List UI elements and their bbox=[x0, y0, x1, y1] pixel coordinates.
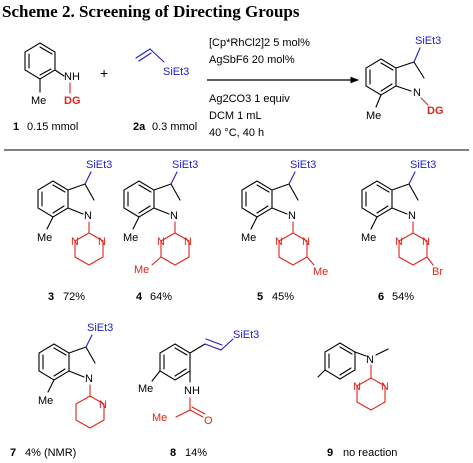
plus-sign: + bbox=[100, 65, 108, 81]
product-6-structure: SiEt3 N Me N N Br bbox=[361, 159, 443, 278]
product-6-label: 6 bbox=[378, 291, 384, 303]
svg-text:Me: Me bbox=[38, 395, 53, 407]
svg-text:N: N bbox=[157, 236, 165, 248]
svg-text:N: N bbox=[170, 210, 178, 222]
svg-text:N: N bbox=[184, 236, 192, 248]
product-3-label: 3 bbox=[48, 291, 54, 303]
product-4-structure: SiEt3 N Me N N Me bbox=[123, 159, 198, 276]
sm1-structure: NH Me DG bbox=[24, 42, 81, 107]
product-5-structure: SiEt3 N Me N N Me bbox=[241, 159, 328, 278]
sm1-nh: NH bbox=[64, 71, 80, 83]
sm2-amount: 0.3 mmol bbox=[152, 121, 197, 133]
product-siet3: SiEt3 bbox=[415, 35, 441, 47]
condition-1: [Cp*RhCl2]2 5 mol% bbox=[209, 37, 310, 49]
svg-text:N: N bbox=[85, 373, 93, 385]
svg-text:Me: Me bbox=[134, 264, 149, 276]
product-3-result: 72% bbox=[63, 291, 85, 303]
svg-text:Me: Me bbox=[313, 266, 328, 278]
svg-text:N: N bbox=[71, 236, 79, 248]
svg-text:Me: Me bbox=[152, 412, 167, 424]
svg-text:SiEt3: SiEt3 bbox=[290, 159, 316, 171]
condition-3: Ag2CO3 1 equiv bbox=[209, 93, 290, 105]
product-5-label: 5 bbox=[257, 291, 263, 303]
sm1-dg: DG bbox=[64, 95, 81, 107]
product-6-result: 54% bbox=[392, 291, 414, 303]
product-8-structure: SiEt3 Me NH Me O bbox=[138, 329, 259, 427]
svg-text:SiEt3: SiEt3 bbox=[172, 159, 198, 171]
svg-text:N: N bbox=[98, 236, 106, 248]
sm2-label: 2a bbox=[133, 121, 146, 133]
svg-text:Me: Me bbox=[241, 232, 256, 244]
sm1-label: 1 bbox=[13, 121, 19, 133]
svg-text:N: N bbox=[302, 236, 310, 248]
svg-text:SiEt3: SiEt3 bbox=[410, 159, 436, 171]
condition-5: 40 °C, 40 h bbox=[209, 127, 264, 139]
sm2-structure: SiEt3 bbox=[135, 48, 189, 78]
svg-text:SiEt3: SiEt3 bbox=[86, 159, 112, 171]
product-dg: DG bbox=[427, 105, 444, 117]
sm1-amount: 0.15 mmol bbox=[27, 121, 78, 133]
product-me: Me bbox=[366, 110, 381, 122]
product-n: N bbox=[413, 87, 421, 99]
condition-2: AgSbF6 20 mol% bbox=[209, 54, 295, 66]
svg-text:N: N bbox=[84, 210, 92, 222]
svg-text:Me: Me bbox=[361, 232, 376, 244]
svg-text:O: O bbox=[204, 415, 213, 427]
product-9-structure: N N N bbox=[317, 342, 389, 411]
svg-text:SiEt3: SiEt3 bbox=[233, 329, 259, 341]
svg-text:NH: NH bbox=[184, 385, 200, 397]
svg-text:Me: Me bbox=[138, 383, 153, 395]
svg-text:SiEt3: SiEt3 bbox=[87, 322, 113, 334]
product-4-label: 4 bbox=[136, 291, 143, 303]
product-4-result: 64% bbox=[150, 291, 172, 303]
product-7-structure: SiEt3 N Me N bbox=[38, 322, 113, 429]
product-8-label: 8 bbox=[170, 447, 176, 459]
sm2-siet3: SiEt3 bbox=[163, 66, 189, 78]
product-3-structure: SiEt3 N Me N N bbox=[37, 159, 112, 266]
svg-text:N: N bbox=[395, 236, 403, 248]
product-structure: SiEt3 N DG Me bbox=[365, 35, 444, 122]
svg-text:N: N bbox=[353, 381, 361, 393]
svg-text:N: N bbox=[381, 381, 389, 393]
svg-text:N: N bbox=[408, 210, 416, 222]
svg-text:Me: Me bbox=[123, 232, 138, 244]
product-7-result: 4% (NMR) bbox=[25, 447, 76, 459]
product-9-label: 9 bbox=[327, 447, 333, 459]
svg-text:N: N bbox=[99, 399, 107, 411]
svg-text:N: N bbox=[288, 210, 296, 222]
svg-text:Br: Br bbox=[432, 266, 443, 278]
product-5-result: 45% bbox=[272, 291, 294, 303]
product-9-result: no reaction bbox=[343, 447, 397, 459]
condition-4: DCM 1 mL bbox=[209, 110, 262, 122]
product-8-result: 14% bbox=[185, 447, 207, 459]
sm1-me: Me bbox=[31, 95, 46, 107]
svg-text:N: N bbox=[366, 354, 374, 366]
svg-text:Me: Me bbox=[37, 232, 52, 244]
scheme-title: Scheme 2. Screening of Directing Groups bbox=[2, 2, 300, 21]
svg-text:N: N bbox=[422, 236, 430, 248]
product-7-label: 7 bbox=[10, 447, 16, 459]
svg-text:N: N bbox=[275, 236, 283, 248]
